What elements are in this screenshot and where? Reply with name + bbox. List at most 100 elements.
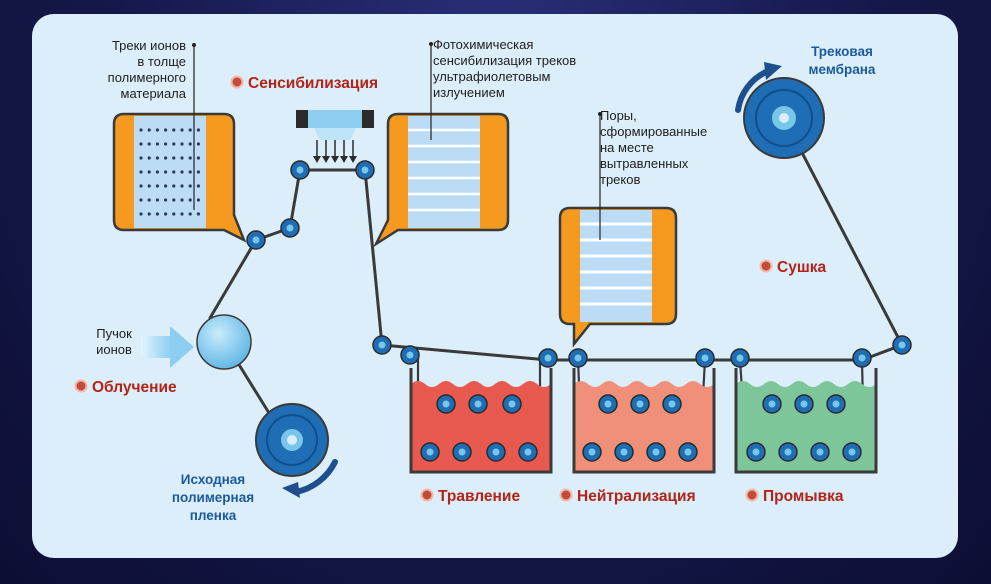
track-dot bbox=[147, 184, 151, 188]
beam-label-1: Пучок bbox=[96, 326, 132, 341]
tracks-label-4: материала bbox=[121, 86, 187, 101]
photo-label-3: ультрафиолетовым bbox=[433, 69, 551, 84]
track-dot bbox=[155, 156, 159, 160]
track-dot bbox=[155, 142, 159, 146]
roller-icon bbox=[614, 442, 634, 462]
track-dot bbox=[139, 184, 143, 188]
track-dot bbox=[196, 184, 200, 188]
bullet-icon bbox=[559, 488, 573, 502]
track-dot bbox=[180, 184, 184, 188]
step-drying: Сушка bbox=[759, 259, 826, 276]
roller-icon bbox=[582, 442, 602, 462]
roller-icon bbox=[598, 394, 618, 414]
roller-icon bbox=[852, 348, 872, 368]
track-dot bbox=[180, 212, 184, 216]
roller-icon bbox=[794, 394, 814, 414]
roller-icon bbox=[630, 394, 650, 414]
roller-icon bbox=[280, 218, 300, 238]
track-dot bbox=[139, 212, 143, 216]
callout-pores bbox=[558, 112, 678, 348]
roller-icon bbox=[486, 442, 506, 462]
track-dot bbox=[155, 184, 159, 188]
track-dot bbox=[147, 142, 151, 146]
svg-text:Сушка: Сушка bbox=[777, 259, 826, 276]
track-dot bbox=[188, 170, 192, 174]
roller-icon bbox=[662, 394, 682, 414]
roller-icon bbox=[355, 160, 375, 180]
track-dot bbox=[147, 198, 151, 202]
roller-icon bbox=[538, 348, 558, 368]
roller-icon bbox=[518, 442, 538, 462]
membrane-roll bbox=[743, 77, 825, 159]
step-irradiation: Облучение bbox=[74, 379, 177, 396]
membrane-label-1: Трековая bbox=[811, 44, 873, 59]
bullet-icon bbox=[745, 488, 759, 502]
track-dot bbox=[180, 198, 184, 202]
track-dot bbox=[188, 156, 192, 160]
track-dot bbox=[188, 128, 192, 132]
photo-label-2: сенсибилизация треков bbox=[433, 53, 576, 68]
track-dot bbox=[139, 170, 143, 174]
roller-icon bbox=[502, 394, 522, 414]
track-dot bbox=[188, 212, 192, 216]
bullet-icon bbox=[74, 379, 88, 393]
photo-label-1: Фотохимическая bbox=[433, 37, 533, 52]
track-dot bbox=[139, 142, 143, 146]
track-dot bbox=[147, 156, 151, 160]
svg-text:Нейтрализация: Нейтрализация bbox=[577, 488, 696, 505]
track-dot bbox=[180, 142, 184, 146]
tracks-label-1: Треки ионов bbox=[112, 38, 186, 53]
ion-beam bbox=[141, 336, 171, 358]
roller-icon bbox=[678, 442, 698, 462]
svg-text:Облучение: Облучение bbox=[92, 379, 177, 396]
source-film-roll bbox=[255, 403, 329, 477]
roller-icon bbox=[420, 442, 440, 462]
track-dot bbox=[147, 170, 151, 174]
membrane-label-2: мембрана bbox=[809, 62, 876, 77]
source-label-1: Исходная bbox=[181, 472, 245, 487]
source-label-2: полимерная bbox=[172, 490, 254, 505]
track-dot bbox=[139, 198, 143, 202]
track-dot bbox=[155, 198, 159, 202]
roller-icon bbox=[810, 442, 830, 462]
track-dot bbox=[155, 212, 159, 216]
track-dot bbox=[196, 170, 200, 174]
roller-icon bbox=[290, 160, 310, 180]
roller-icon bbox=[842, 442, 862, 462]
tracks-label-3: полимерного bbox=[108, 70, 186, 85]
roller-icon bbox=[826, 394, 846, 414]
track-dot bbox=[155, 128, 159, 132]
beam-label-2: ионов bbox=[96, 342, 132, 357]
track-dot bbox=[188, 198, 192, 202]
track-dot bbox=[180, 170, 184, 174]
track-dot bbox=[147, 212, 151, 216]
step-washing: Промывка bbox=[745, 488, 844, 505]
svg-text:Травление: Травление bbox=[438, 488, 520, 505]
track-dot bbox=[172, 212, 176, 216]
pores-label-4: вытравленных bbox=[600, 156, 689, 171]
track-dot bbox=[196, 156, 200, 160]
roller-icon bbox=[646, 442, 666, 462]
svg-text:Промывка: Промывка bbox=[763, 488, 844, 505]
pores-label-1: Поры, bbox=[600, 108, 637, 123]
svg-text:Сенсибилизация: Сенсибилизация bbox=[248, 75, 378, 92]
source-rotation-arrowhead bbox=[282, 482, 300, 498]
roller-icon bbox=[436, 394, 456, 414]
ion-ball bbox=[196, 314, 252, 370]
track-dots bbox=[139, 128, 200, 216]
roller-icon bbox=[746, 442, 766, 462]
track-dot bbox=[164, 170, 168, 174]
pores-label-2: сформированные bbox=[600, 124, 707, 139]
track-dot bbox=[172, 156, 176, 160]
bullet-icon bbox=[230, 75, 244, 89]
source-rotation-arrow bbox=[293, 459, 338, 495]
pores-label-3: на месте bbox=[600, 140, 654, 155]
pores-label-5: треков bbox=[600, 172, 640, 187]
roller-icon bbox=[568, 348, 588, 368]
track-dot bbox=[172, 184, 176, 188]
track-dot bbox=[180, 156, 184, 160]
callout-photo bbox=[372, 42, 510, 248]
track-dot bbox=[164, 184, 168, 188]
uv-lamp bbox=[296, 110, 374, 163]
